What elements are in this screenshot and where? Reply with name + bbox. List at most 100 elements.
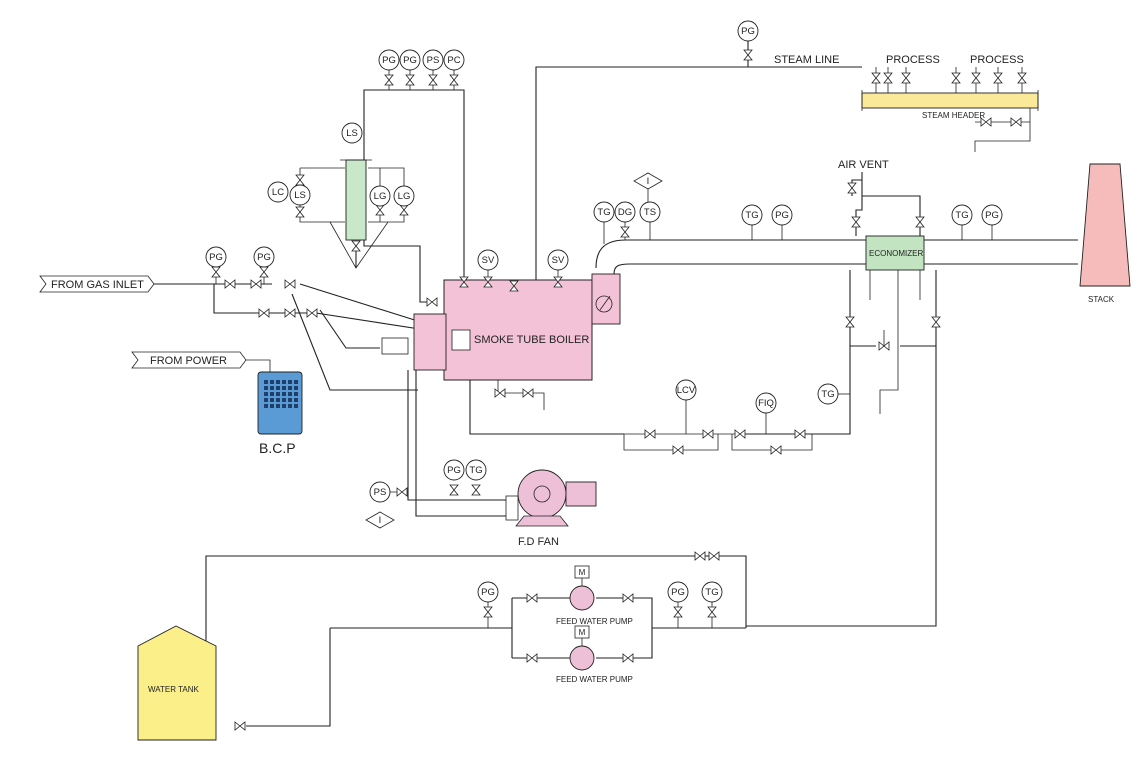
instrument-lcv: LCV	[675, 379, 697, 401]
fd-fan-label: F.D FAN	[518, 536, 559, 548]
interlock-tag: I	[647, 176, 650, 187]
fd-fan	[505, 469, 597, 527]
interlock-tag: I	[379, 515, 382, 526]
instrument-tag: DG	[618, 207, 632, 218]
steam-header-label: STEAM HEADER	[922, 111, 985, 120]
instrument-lc: LC	[267, 181, 289, 203]
boiler-furnace	[413, 313, 447, 371]
process-label-2: PROCESS	[970, 54, 1024, 66]
feed-water-pumps	[569, 565, 595, 671]
instrument-tag: PS	[374, 487, 387, 498]
instrument-ts: TS	[639, 201, 661, 223]
valves	[211, 49, 1027, 731]
instrument-pg: PG	[205, 246, 227, 268]
instruments: PG PG PG PS PC LS LC LS LG LG PG PG SV SV TG DG TS TG PG TG…	[205, 20, 1003, 603]
instrument-tg: TG	[701, 581, 723, 603]
feed-pump-label-2: FEED WATER PUMP	[556, 675, 633, 684]
instrument-tag: FIQ	[758, 398, 774, 409]
motor-label-1: M	[579, 568, 586, 577]
feed-water-pump-1	[569, 585, 595, 611]
piping	[150, 40, 1078, 727]
instrument-tag: TG	[597, 207, 610, 218]
instrument-tg: TG	[951, 204, 973, 226]
economizer	[865, 235, 925, 271]
instrument-pg: PG	[443, 459, 465, 481]
instrument-tag: LS	[346, 128, 358, 139]
instrument-tag: PG	[775, 210, 789, 221]
instrument-tg: TG	[741, 204, 763, 226]
water-tank-label: WATER TANK	[148, 685, 199, 694]
feed-pump-label-1: FEED WATER PUMP	[556, 617, 633, 626]
bcp-label: B.C.P	[259, 440, 296, 456]
air-vent-label: AIR VENT	[838, 159, 889, 171]
instrument-pg: PG	[667, 581, 689, 603]
equipment	[137, 90, 1131, 741]
boiler-label: SMOKE TUBE BOILER	[474, 334, 589, 346]
instrument-tag: PG	[447, 465, 461, 476]
motor-label-2: M	[579, 628, 586, 637]
steam-header	[861, 92, 1039, 109]
steam-line-label: STEAM LINE	[774, 54, 839, 66]
instrument-sv: SV	[477, 249, 499, 271]
instrument-tag: PG	[985, 210, 999, 221]
instrument-tg: TG	[593, 201, 615, 223]
from-gas-inlet-label: FROM GAS INLET	[51, 279, 144, 291]
instrument-fiq: FIQ	[755, 392, 777, 414]
instrument-tag: LCV	[677, 385, 696, 396]
instrument-tag: TS	[644, 207, 656, 218]
instrument-tag: TG	[469, 465, 482, 476]
instrument-pg: PG	[378, 49, 400, 71]
instrument-dg: DG	[614, 201, 636, 223]
economizer-label: ECONOMIZER	[869, 249, 923, 258]
instrument-tag: TG	[955, 210, 968, 221]
instrument-lg: LG	[393, 185, 415, 207]
instrument-lg: LG	[369, 185, 391, 207]
feed-water-pump-2	[569, 645, 595, 671]
instrument-pc: PC	[443, 49, 465, 71]
instrument-tag: TG	[705, 587, 718, 598]
instrument-pg: PG	[771, 204, 793, 226]
instrument-tag: LC	[272, 187, 284, 198]
instrument-tag: SV	[552, 255, 565, 266]
instrument-sv: SV	[547, 249, 569, 271]
boiler-uptake	[591, 273, 621, 325]
instrument-ls: LS	[289, 184, 311, 206]
instrument-tag: PG	[741, 26, 755, 37]
instrument-tag: LG	[398, 191, 411, 202]
instrument-tag: SV	[482, 255, 495, 266]
instrument-tag: PG	[382, 55, 396, 66]
water-tank	[137, 625, 217, 741]
stack	[1079, 163, 1131, 287]
instrument-tag: PC	[447, 55, 460, 66]
instrument-tag: PG	[257, 252, 271, 263]
instrument-tag: LG	[374, 191, 387, 202]
interlocks: II	[365, 172, 663, 529]
instrument-ps: PS	[422, 49, 444, 71]
instrument-tg: TG	[465, 459, 487, 481]
instrument-pg: PG	[253, 246, 275, 268]
interlock-diamond: I	[365, 511, 395, 529]
instrument-tag: PG	[403, 55, 417, 66]
instrument-ps: PS	[369, 481, 391, 503]
instrument-tag: TG	[821, 389, 834, 400]
stack-label: STACK	[1088, 295, 1115, 304]
instrument-tag: LS	[294, 190, 306, 201]
instrument-tag: TG	[745, 210, 758, 221]
instrument-pg: PG	[737, 20, 759, 42]
instrument-pg: PG	[477, 581, 499, 603]
instrument-pg: PG	[399, 49, 421, 71]
instrument-tag: PS	[427, 55, 440, 66]
instrument-tag: PG	[209, 252, 223, 263]
process-label-1: PROCESS	[886, 54, 940, 66]
labels: FROM GAS INLET FROM POWER B.C.P SMOKE TU…	[39, 54, 1115, 694]
level-column	[345, 159, 367, 241]
instrument-tag: PG	[481, 587, 495, 598]
interlock-diamond: I	[633, 172, 663, 190]
from-power-label: FROM POWER	[150, 355, 227, 367]
instrument-tag: PG	[671, 587, 685, 598]
instrument-tg: TG	[817, 383, 839, 405]
instrument-pg: PG	[981, 204, 1003, 226]
instrument-ls: LS	[341, 122, 363, 144]
